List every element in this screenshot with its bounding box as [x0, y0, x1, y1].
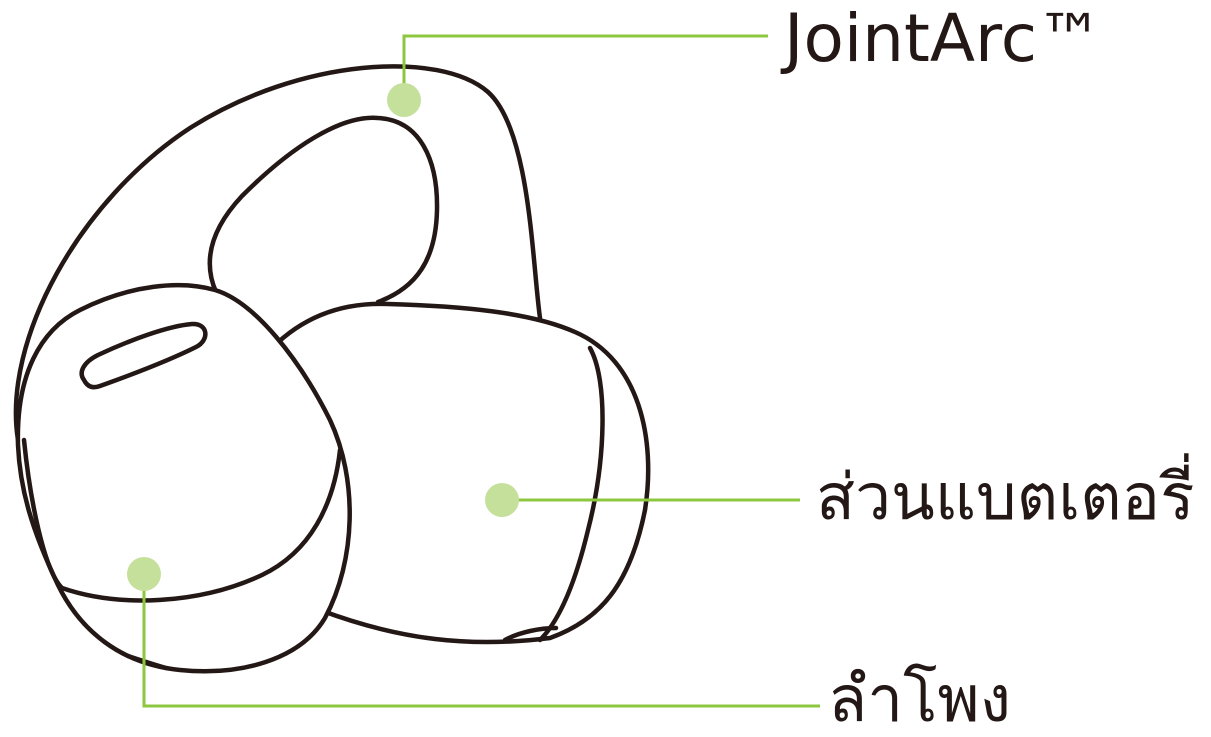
battery-marker-dot: [485, 483, 519, 517]
jointarc-label: JointArc™: [784, 6, 1103, 72]
sound-cavity-label: ลำโพง: [828, 668, 1011, 732]
battery-label: ส่วนแบตเตอรี่: [816, 466, 1194, 530]
sound-cavity-marker-dot: [127, 557, 161, 591]
jointarc-marker-dot: [387, 83, 421, 117]
earhook-inner-outline: [210, 118, 437, 302]
jointarc-leader-line: [404, 36, 768, 100]
